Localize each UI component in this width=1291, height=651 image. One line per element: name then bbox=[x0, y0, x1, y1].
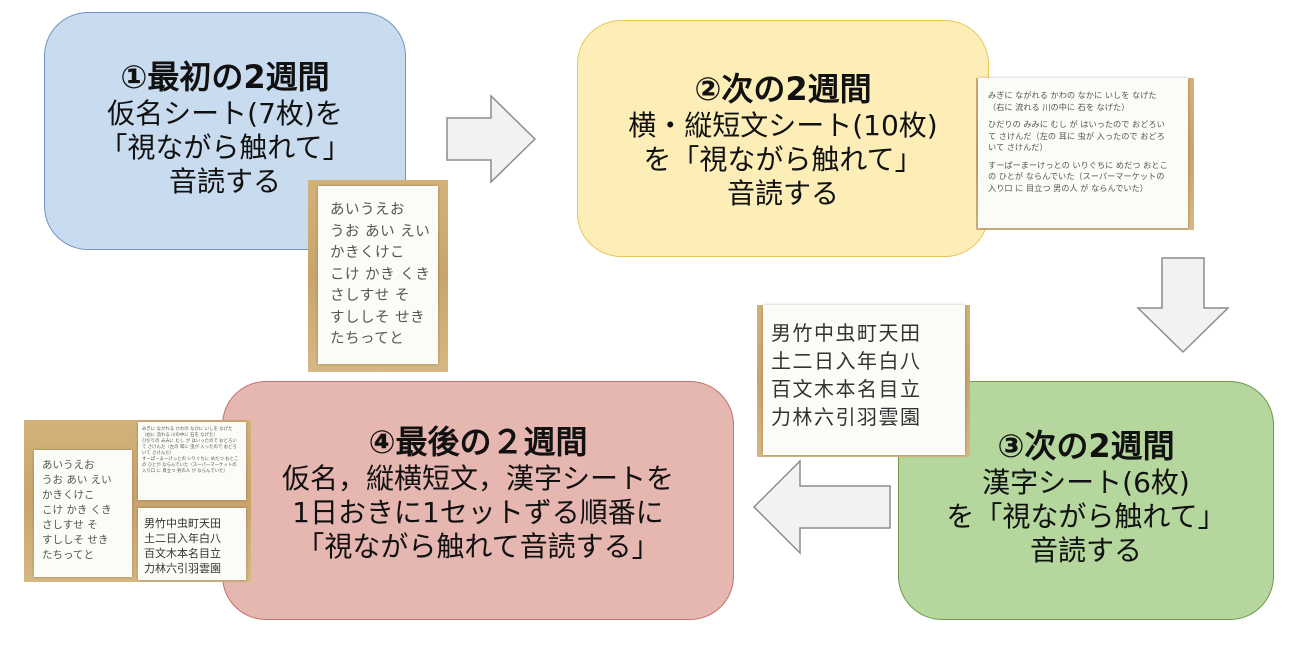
kana-row: うお あい えい bbox=[42, 474, 112, 486]
step-1-line-1: 仮名シート(7枚)を bbox=[107, 97, 343, 130]
kana-row: すししそ せき bbox=[42, 534, 109, 546]
step-4-line-2: 1日おきに1セットずる順番に bbox=[292, 496, 664, 529]
short-sentence-sheet-small: みぎに ながれる かわの なかに いしを なげた （右に 流れる 川の中に 石を… bbox=[138, 422, 246, 500]
sentence-line: すーぱーまーけっとの いりぐちに めだつ おとこ bbox=[142, 457, 239, 462]
step-3-title: ③次の2週間 bbox=[997, 427, 1175, 465]
kana-row: うお あい えい bbox=[330, 223, 431, 240]
step-2-title: ②次の2週間 bbox=[694, 70, 872, 108]
arrow-down-icon bbox=[1136, 257, 1230, 354]
sentence-line: （右に 流れる 川の中に 石を なげた） bbox=[988, 101, 1130, 112]
arrow-left-icon bbox=[752, 459, 891, 555]
kana-row: さしすせ そ bbox=[330, 288, 410, 304]
kana-row: あいうえお bbox=[42, 459, 95, 471]
kanji-row: 土二日入年白八 bbox=[144, 532, 221, 545]
kanji-row: 男竹中虫町天田 bbox=[144, 517, 221, 530]
kanji-row: 力林六引羽雲園 bbox=[144, 562, 221, 575]
kanji-sheet-small: 男竹中虫町天田 土二日入年白八 百文木本名目立 力林六引羽雲園 bbox=[138, 508, 246, 580]
step-2-line-2: を「視ながら触れて」 bbox=[643, 143, 923, 176]
step-3-line-3: 音読する bbox=[1029, 534, 1142, 567]
step-3-line-1: 漢字シート(6枚) bbox=[982, 466, 1190, 499]
sentence-line: の ひとが ならんでいた（スーパーマーケットの bbox=[988, 171, 1165, 181]
kanji-row: 男竹中虫町天田 bbox=[771, 321, 922, 345]
kanji-row: 百文木本名目立 bbox=[144, 547, 221, 560]
kana-sheet-photo: あいうえお うお あい えい かきくけこ こけ かき くき さしすせ そ すしし… bbox=[308, 180, 448, 372]
combined-sheets-photo: あいうえお うお あい えい かきくけこ こけ かき くき さしすせ そ すしし… bbox=[24, 420, 251, 582]
step-4-line-3: 「視ながら触れて音読する」 bbox=[296, 530, 660, 563]
sentence-line: 入り口 に 目立つ 男の人 が ならんでいた） bbox=[142, 469, 228, 474]
short-sentence-sheet-photo: みぎに ながれる かわの なかに いしを なげた （右に 流れる 川の中に 石を… bbox=[976, 78, 1194, 230]
kana-sheet: あいうえお うお あい えい かきくけこ こけ かき くき さしすせ そ すしし… bbox=[318, 186, 438, 364]
kanji-sheet: 男竹中虫町天田 土二日入年白八 百文木本名目立 力林六引羽雲園 bbox=[763, 305, 965, 455]
kana-row: あいうえお bbox=[330, 202, 405, 218]
step-1-line-2: 「視ながら触れて」 bbox=[99, 131, 351, 164]
kana-sheet-small: あいうえお うお あい えい かきくけこ こけ かき くき さしすせ そ すしし… bbox=[34, 450, 132, 577]
sentence-line: いて さけんだ） bbox=[142, 451, 174, 456]
kana-row: すししそ せき bbox=[330, 309, 426, 326]
step-4-box: ④最後の２週間 仮名，縦横短文，漢字シートを 1日おきに1セットずる順番に 「視… bbox=[222, 381, 734, 620]
sentence-line: ひだりの みみに むし が はいったので おどろい bbox=[988, 119, 1165, 129]
kana-row: こけ かき くき bbox=[330, 266, 431, 283]
step-2-line-3: 音読する bbox=[726, 177, 839, 210]
step-2-line-1: 横・縦短文シート(10枚) bbox=[628, 109, 938, 142]
kana-row: たちってと bbox=[42, 549, 94, 561]
sentence-line: ひだりの みみに むし が はいったので おどろい bbox=[142, 439, 237, 444]
sentence-line: みぎに ながれる かわの なかに いしを なげた bbox=[142, 427, 233, 432]
arrow-right-icon bbox=[446, 94, 537, 184]
kana-row: たちってと bbox=[330, 331, 405, 347]
short-sentence-sheet: みぎに ながれる かわの なかに いしを なげた （右に 流れる 川の中に 石を… bbox=[978, 78, 1188, 228]
sentence-line: みぎに ながれる かわの なかに いしを なげた bbox=[988, 90, 1157, 100]
step-3-line-2: を「視ながら触れて」 bbox=[946, 500, 1226, 533]
sentence-line: て さけんだ（左の 耳に 虫が 入ったので おどろ bbox=[142, 445, 237, 450]
kana-row: こけ かき くき bbox=[42, 504, 112, 516]
sentence-line: （右に 流れる 川の中に 石を なげた） bbox=[142, 433, 218, 438]
kana-row: かきくけこ bbox=[42, 489, 95, 501]
kanji-sheet-photo: 男竹中虫町天田 土二日入年白八 百文木本名目立 力林六引羽雲園 bbox=[757, 305, 970, 457]
step-4-line-1: 仮名，縦横短文，漢字シートを bbox=[281, 462, 674, 495]
kana-row: さしすせ そ bbox=[42, 519, 98, 531]
step-1-title: ①最初の2週間 bbox=[120, 58, 330, 96]
sentence-line: すーぱーまーけっとの いりぐちに めだつ おとこ bbox=[988, 159, 1168, 170]
sentence-line: の ひとが ならんでいた（スーパーマーケットの bbox=[142, 463, 237, 468]
sentence-line: 入り口 に 目立つ 男の人 が ならんでいた） bbox=[988, 182, 1148, 193]
sentence-line: いて さけんだ） bbox=[988, 142, 1048, 152]
kanji-row: 百文木本名目立 bbox=[771, 377, 922, 401]
kana-row: かきくけこ bbox=[330, 245, 405, 261]
step-1-box: ①最初の2週間 仮名シート(7枚)を 「視ながら触れて」 音読する bbox=[44, 12, 406, 250]
kanji-row: 力林六引羽雲園 bbox=[771, 405, 922, 429]
step-2-box: ②次の2週間 横・縦短文シート(10枚) を「視ながら触れて」 音読する bbox=[577, 20, 989, 257]
sentence-line: て さけんだ（左の 耳に 虫が 入ったので おどろ bbox=[988, 130, 1165, 141]
step-4-title: ④最後の２週間 bbox=[368, 423, 588, 461]
kanji-row: 土二日入年白八 bbox=[771, 349, 922, 373]
step-1-line-3: 音読する bbox=[168, 165, 281, 198]
